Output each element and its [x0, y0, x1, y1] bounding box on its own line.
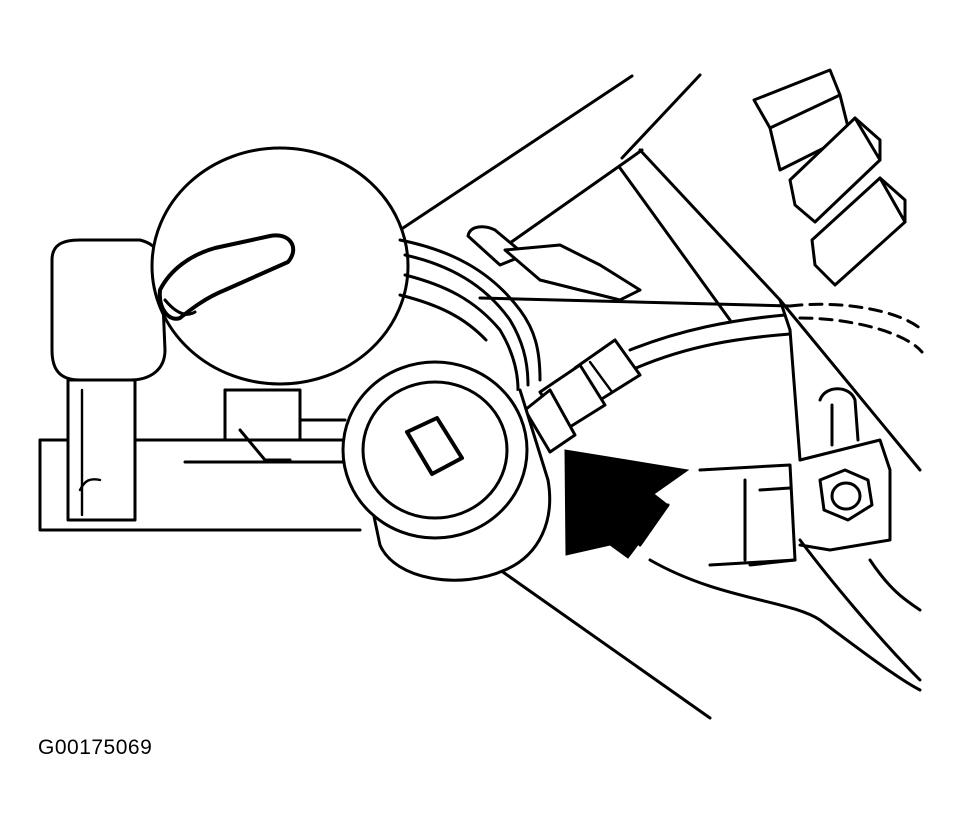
steering-column [38, 238, 362, 532]
lock-cable [523, 313, 792, 454]
ignition-key-slot-icon [405, 416, 464, 476]
mounting-bracket [698, 387, 892, 567]
dash-housing [398, 73, 924, 720]
detail-circle [150, 146, 410, 386]
arrow-pointer-icon [564, 449, 690, 559]
hex-nut-icon [818, 468, 874, 522]
wiring-harness [398, 225, 642, 392]
ignition-lock-cylinder [341, 360, 552, 582]
figure-id-label: G00175069 [38, 736, 153, 759]
relay-blocks [752, 68, 907, 287]
